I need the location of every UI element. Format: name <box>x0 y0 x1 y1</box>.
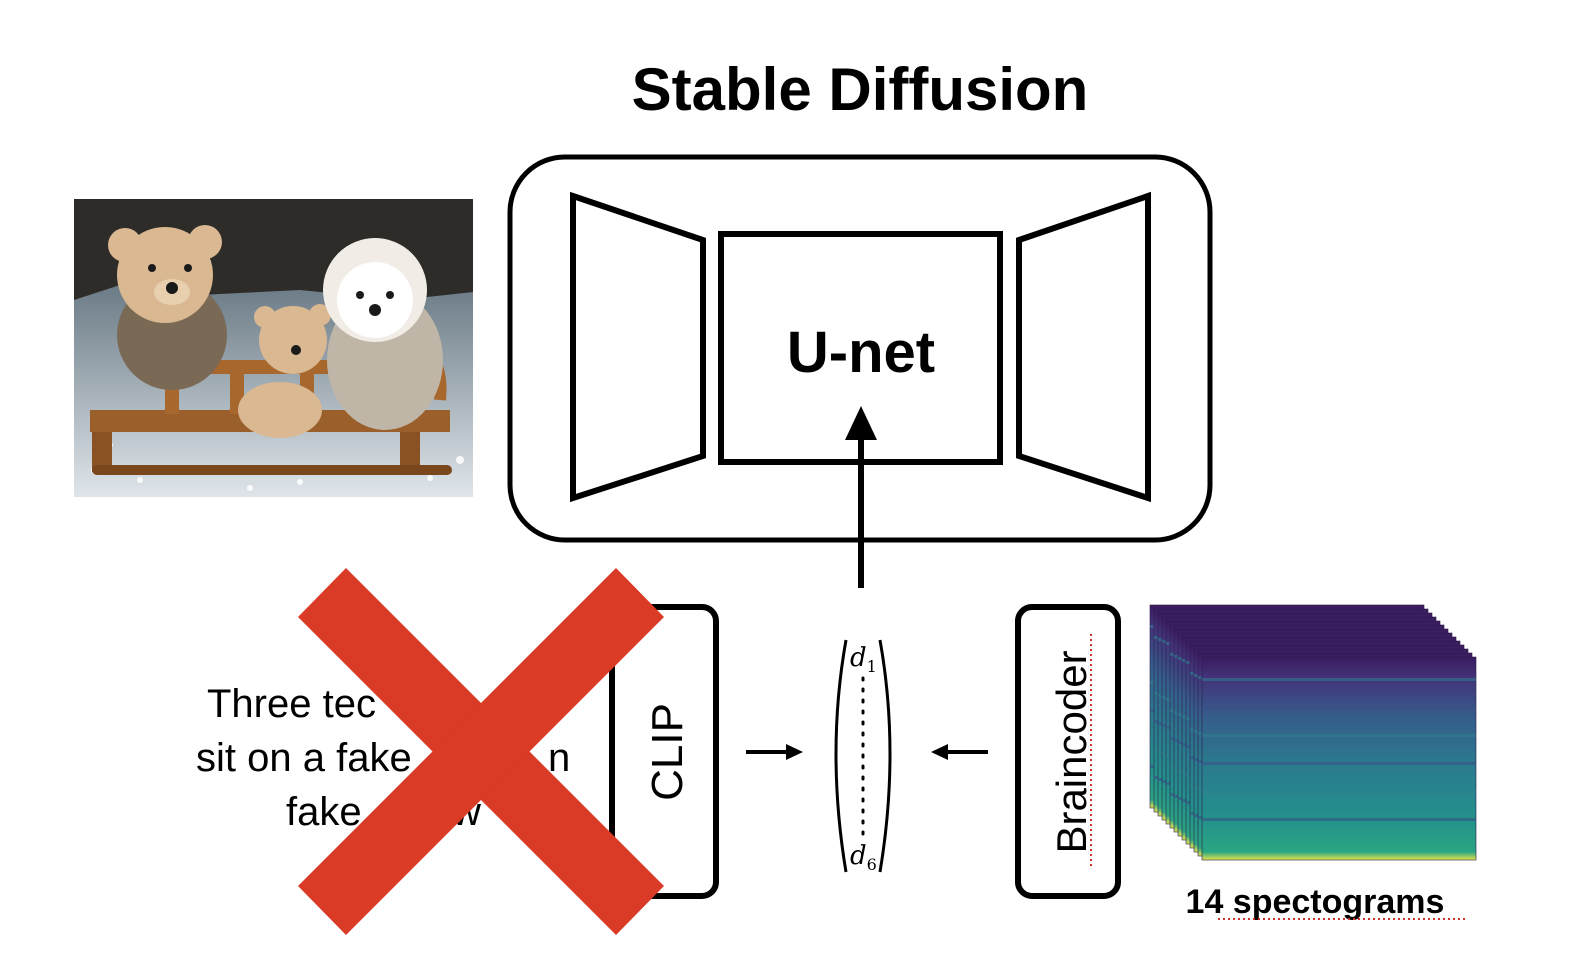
spectrogram-band <box>1202 734 1476 737</box>
caption-text: Three tec sit on a fake n fake w <box>196 682 570 834</box>
spectrogram-band <box>1202 790 1476 793</box>
clip-label: CLIP <box>643 703 692 801</box>
cross-out-icon <box>298 568 664 935</box>
braincoder-box <box>1015 604 1121 899</box>
braincoder-to-vector-arrow <box>931 744 988 760</box>
caption-line-1: Three tec <box>207 682 376 726</box>
spectrogram-band <box>1202 818 1476 821</box>
spectrogram-band <box>1202 678 1476 681</box>
embedding-vector: d1 d6 <box>834 639 892 874</box>
spectrogram-stack <box>1149 604 1477 861</box>
diagram-title: Stable Diffusion <box>632 56 1089 123</box>
caption-line-2: sit on a fake <box>196 736 412 780</box>
clip-box <box>609 604 719 899</box>
vector-bottom-entry: d6 <box>850 841 877 874</box>
caption-line-3: fake <box>286 790 362 834</box>
unet-decoder-trapezoid <box>1016 191 1151 503</box>
condition-arrow-up <box>845 406 877 588</box>
unet-label: U-net <box>787 320 935 385</box>
spectrogram-band <box>1202 762 1476 765</box>
spectrogram-sheet <box>1201 656 1477 861</box>
spectrogram-band <box>1202 706 1476 709</box>
caption-line-2-end: n <box>548 736 570 780</box>
teddy-bears-photo <box>74 199 473 497</box>
spectrograms-label: 14 spectograms <box>1186 883 1445 921</box>
vector-top-entry: d1 <box>850 643 877 676</box>
braincoder-label: Braincoder <box>1048 650 1095 853</box>
clip-to-vector-arrow <box>746 744 803 760</box>
unet-encoder-trapezoid <box>570 191 706 503</box>
